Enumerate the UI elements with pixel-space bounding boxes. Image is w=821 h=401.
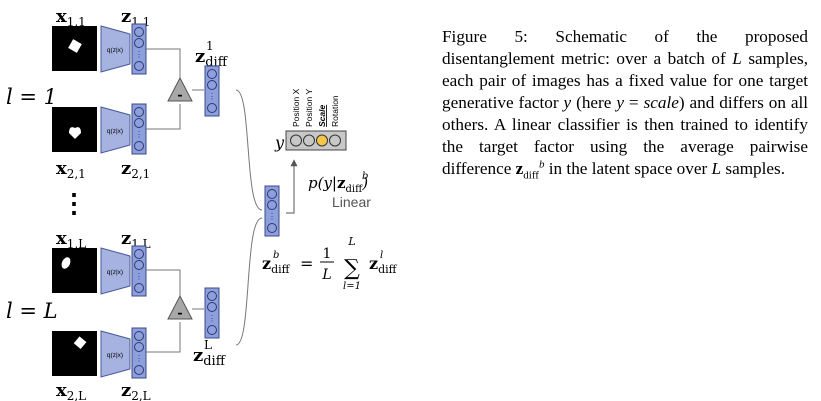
figure-caption: Figure 5: Schematic of the proposed dise… <box>442 26 809 182</box>
encoder-x2L: q(z|x) <box>100 330 131 378</box>
averaging-formula: zdiff b = 1 L L ∑ l=1 zdiff l <box>262 235 398 292</box>
caption-var-z-sup: b <box>538 158 545 171</box>
latent-z21 <box>131 103 147 155</box>
caption-var-scale: scale <box>643 93 679 112</box>
x2L-label: x2,L <box>56 380 86 401</box>
factor-node-scale <box>316 134 328 147</box>
svg-text:l=1: l=1 <box>343 281 361 292</box>
zdiffL-label: zdiffL <box>193 338 227 369</box>
caption-var-L1: L <box>732 49 742 68</box>
subtract-node-2: - <box>167 294 193 321</box>
classifier-arrow <box>286 159 298 214</box>
zdiff1-label: zdiff1 <box>195 39 229 70</box>
caption-var-L2: L <box>711 159 722 178</box>
caption-text-6: samples. <box>725 159 786 178</box>
svg-text:b: b <box>273 250 279 261</box>
latent-z2L <box>131 327 147 379</box>
output-y-label: y <box>274 133 285 152</box>
svg-text:q(z|x): q(z|x) <box>107 47 123 54</box>
pair-group-1: x1,1 z1,1 q(z|x) q(z|x) x2,1 z2,1 <box>6 6 229 181</box>
image-x11-shape <box>68 39 82 53</box>
svg-text:L: L <box>347 235 355 248</box>
svg-text:=: = <box>300 254 313 273</box>
svg-text:-: - <box>177 88 182 103</box>
factor-node-position-y <box>303 134 315 147</box>
output-factor-box <box>285 130 347 151</box>
merge-connector-top <box>235 89 263 211</box>
factor-label-scale: Scale <box>317 105 327 127</box>
caption-text-4: ) and differs on all others. A linear cl… <box>442 93 809 178</box>
classifier-type: Linear <box>332 194 371 210</box>
svg-text:1: 1 <box>323 246 332 262</box>
classifier-probability-sup: b <box>362 171 368 182</box>
caption-var-y1: y <box>563 93 572 112</box>
factor-label-rotation: Rotation <box>330 95 340 127</box>
factor-node-position-x <box>290 134 302 147</box>
schematic-figure: ⋮ x1,1 z1,1 q(z|x) q(z|x) x2,1 z2 <box>6 6 398 401</box>
factor-label-position-x: Position X <box>291 88 301 127</box>
svg-text:zdiff: zdiff <box>369 254 398 276</box>
latent-z1L <box>131 245 147 297</box>
latent-zdiffL <box>204 287 220 339</box>
caption-text-5: in the latent space over <box>548 159 708 178</box>
svg-text:L: L <box>321 267 331 283</box>
svg-text:q(z|x): q(z|x) <box>107 128 123 135</box>
caption-text-3: (here <box>576 93 612 112</box>
subtract-node-1: - <box>167 76 193 103</box>
svg-text:∑: ∑ <box>344 256 360 281</box>
group-label-L: l = L <box>6 299 58 323</box>
factor-node-rotation <box>329 134 341 147</box>
image-x1L <box>52 248 97 293</box>
svg-text:q(z|x): q(z|x) <box>107 269 123 276</box>
z2L-label: z2,L <box>121 380 151 401</box>
merge-connector-bottom <box>235 217 263 346</box>
pair-group-2: x1,L z1,L q(z|x) q(z|x) x2,L z2,L - zdif… <box>6 228 227 401</box>
caption-var-z-sub: diff <box>523 169 539 182</box>
latent-zdiff1 <box>204 65 220 117</box>
svg-text:l: l <box>380 250 383 261</box>
x1L-label: x1,L <box>56 228 86 251</box>
latent-z11 <box>131 23 147 75</box>
encoder-x21: q(z|x) <box>100 106 131 154</box>
factor-label-position-y: Position Y <box>304 89 314 127</box>
svg-text:q(z|x): q(z|x) <box>107 352 123 359</box>
caption-eq: = <box>628 93 639 112</box>
x21-label: x2,1 <box>56 158 86 181</box>
z21-label: z2,1 <box>121 158 150 181</box>
svg-text:zdiff: zdiff <box>262 254 291 276</box>
vertical-ellipsis: ⋮ <box>61 189 87 219</box>
encoder-x11: q(z|x) <box>100 25 131 73</box>
encoder-x1L: q(z|x) <box>100 247 131 295</box>
svg-text:-: - <box>177 306 182 321</box>
image-x2L <box>52 331 97 376</box>
image-x21-shape <box>69 127 81 139</box>
caption-var-z: z <box>515 159 524 178</box>
classifier-probability: p(y|zdiff) <box>308 174 368 195</box>
caption-text-1: Schematic of the proposed disentanglemen… <box>442 27 808 68</box>
x11-label: x1,1 <box>56 6 86 29</box>
caption-var-y2: y <box>616 93 624 112</box>
group-label-1: l = 1 <box>6 85 57 109</box>
latent-zdiff-b <box>264 185 280 237</box>
image-x1L-shape <box>61 257 71 269</box>
caption-text-2: samples, each pair of images has a fixed… <box>442 49 809 112</box>
caption-label: Figure 5: <box>442 27 528 46</box>
image-x2L-shape <box>73 336 87 350</box>
